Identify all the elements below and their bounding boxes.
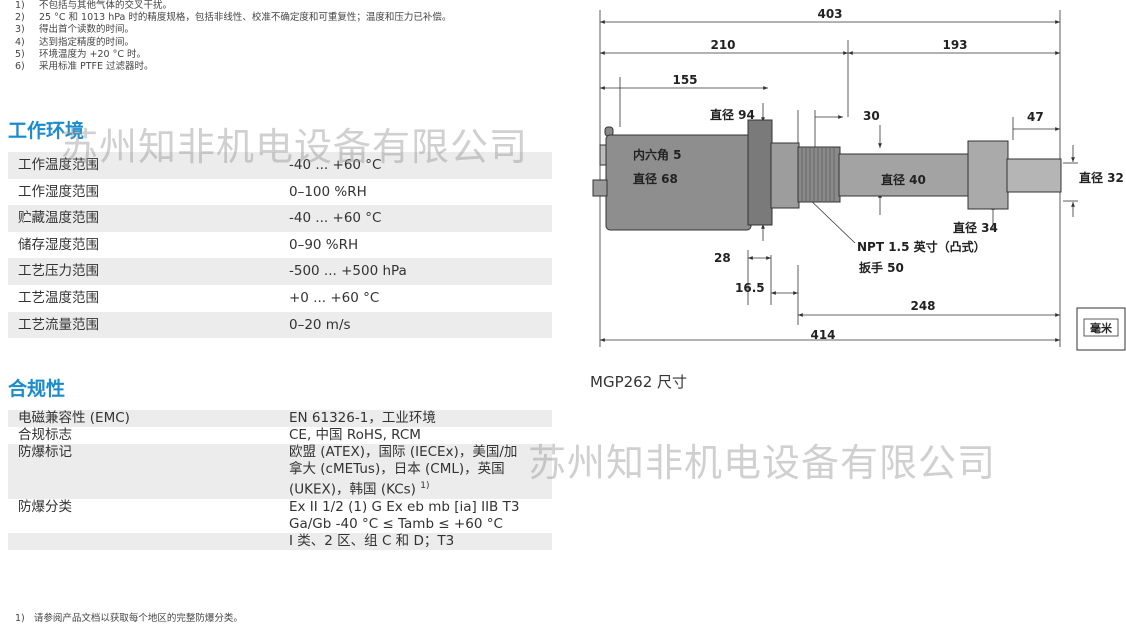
dimension-drawing: 403 210 193 155 直径 94 30 47 内六角 5 直径 68 … <box>592 7 1126 351</box>
watermark-text: 苏州知非机电设备有限公司 <box>60 125 529 169</box>
note-item: 2)25 °C 和 1013 hPa 时的精度规格，包括非线性、校准不确定度和可… <box>15 12 452 24</box>
watermark-text: 苏州知非机电设备有限公司 <box>528 441 997 485</box>
dim-193: 193 <box>942 38 967 52</box>
npt-label: NPT 1.5 英寸（凸式） <box>857 239 986 254</box>
dim-30: 30 <box>863 109 880 123</box>
dim-248: 248 <box>910 299 935 313</box>
table-row: I 类、2 区、组 C 和 D；T3 <box>8 532 552 550</box>
notes-list: 1)不包括与其他气体的交叉干扰。 2)25 °C 和 1013 hPa 时的精度… <box>15 0 451 73</box>
table-row: 工作温度范围-40 ... +60 °C <box>8 152 552 179</box>
table-row: 合规标志 CE, 中国 RoHS, RCM <box>18 427 421 443</box>
table-row: 防爆标记 欧盟 (ATEX)，国际 (IECEx)，美国/加 拿大 (cMETu… <box>8 444 552 499</box>
compliance-table: 电磁兼容性 (EMC) EN 61326-1，工业环境 合规标志 CE, 中国 … <box>8 410 552 550</box>
dim-210: 210 <box>710 38 735 52</box>
exmark-value: 欧盟 (ATEX)，国际 (IECEx)，美国/加 拿大 (cMETus)，日本… <box>289 444 518 498</box>
sensor-body <box>592 119 1062 231</box>
dim-403: 403 <box>817 7 842 21</box>
unit-label: 毫米 <box>1090 321 1113 335</box>
dim-47: 47 <box>1027 110 1044 124</box>
unit-box: 毫米 <box>1076 307 1126 351</box>
table-row: 工艺温度范围+0 ... +60 °C <box>18 289 380 306</box>
compliance-section-title: 合规性 <box>8 378 66 400</box>
dim-155: 155 <box>672 73 697 87</box>
table-row: 防爆分类 Ex II 1/2 (1) G Ex eb mb [ia] IIB T… <box>8 499 552 533</box>
footnote: 1) 请参阅产品文档以获取每个地区的完整防爆分类。 <box>15 613 243 624</box>
env-section-title: 工作环境 <box>8 120 85 142</box>
thread-lines <box>801 147 835 202</box>
table-row: 工艺压力范围-500 ... +500 hPa <box>8 258 552 285</box>
dia94-label: 直径 94 <box>710 107 755 122</box>
wrench-label: 扳手 50 <box>859 260 904 275</box>
dim-16-5: 16.5 <box>735 281 765 295</box>
hex5-label: 内六角 5 <box>633 147 682 162</box>
table-row: 贮藏温度范围-40 ... +60 °C <box>8 205 552 232</box>
figure-caption: MGP262 尺寸 <box>590 373 688 391</box>
note-item: 3)得出首个读数的时间。 <box>15 24 135 36</box>
dia40-label: 直径 40 <box>881 172 926 187</box>
note-item: 5)环境温度为 +20 °C 时。 <box>15 48 146 60</box>
dia32-label: 直径 32 <box>1079 170 1124 185</box>
exclass-value: Ex II 1/2 (1) G Ex eb mb [ia] IIB T3 Ga/… <box>289 498 520 532</box>
dia34-label: 直径 34 <box>953 220 998 235</box>
note-item: 4)达到指定精度的时间。 <box>15 36 135 48</box>
note-item: 6)采用标准 PTFE 过滤器时。 <box>15 61 154 73</box>
dia68-label: 直径 68 <box>633 171 678 186</box>
note-item: 1)不包括与其他气体的交叉干扰。 <box>15 0 173 11</box>
dim-28: 28 <box>714 251 731 265</box>
dim-414: 414 <box>810 328 835 342</box>
table-row: 电磁兼容性 (EMC) EN 61326-1，工业环境 <box>8 410 552 427</box>
